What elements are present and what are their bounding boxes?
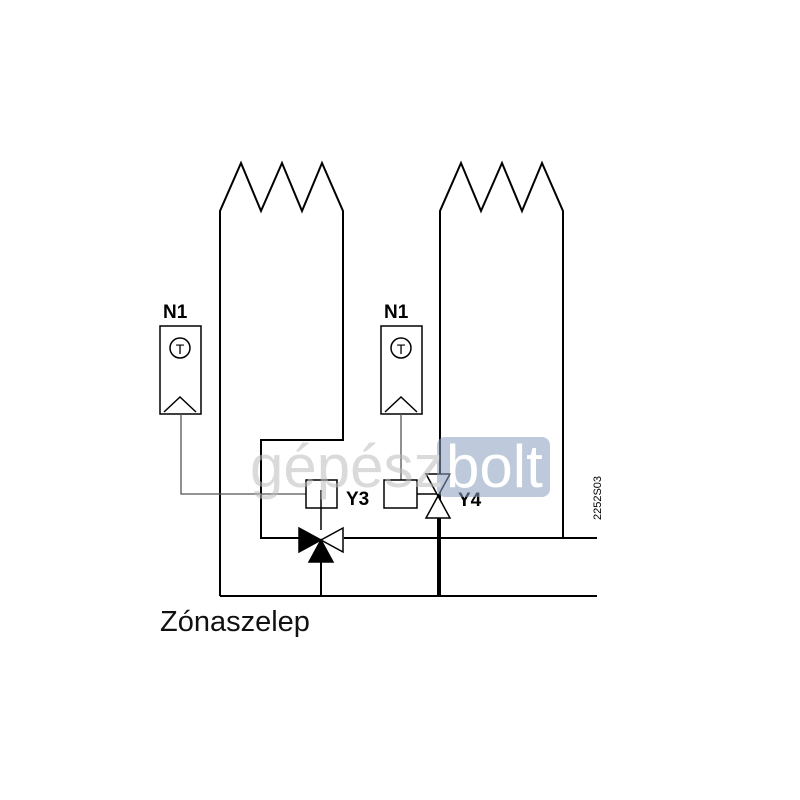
watermark-text-right: bolt [446, 433, 543, 500]
watermark-text-left: gépész [250, 433, 443, 500]
radiator-right [439, 160, 564, 596]
watermark: gépész bolt [250, 433, 550, 500]
diagram-code: 2252S03 [592, 476, 604, 520]
mixing-valve-3way [298, 526, 344, 563]
radiator-left [219, 160, 344, 596]
sensor-label-right: N1 [384, 302, 409, 323]
room-sensor-left [159, 325, 202, 415]
diagram-caption: Zónaszelep [160, 606, 310, 638]
room-sensor-right [380, 325, 423, 415]
signal-line-left [180, 414, 306, 495]
sensor-symbol-right: T [397, 341, 406, 357]
sensor-label-left: N1 [163, 302, 188, 323]
valve-label-y3: Y3 [346, 489, 369, 510]
sensor-symbol-left: T [176, 341, 185, 357]
